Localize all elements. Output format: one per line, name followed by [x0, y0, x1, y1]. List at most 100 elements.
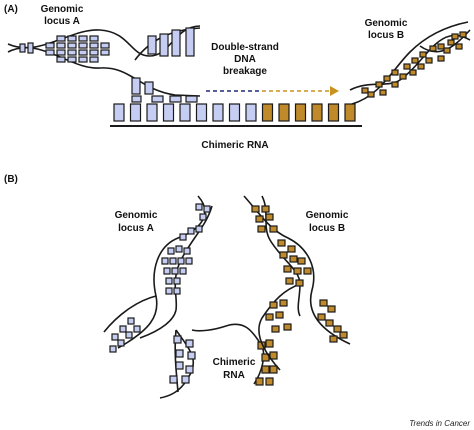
b-rna-strand-2 — [191, 323, 265, 385]
breakage-arrow — [206, 86, 339, 96]
locus-a-rung — [78, 42, 88, 49]
locus-a-rung — [100, 42, 110, 49]
locus-b-rung — [391, 81, 399, 88]
b-rna-base — [187, 351, 196, 360]
locus-b-rung — [411, 57, 419, 64]
b-locus-a-rung — [127, 317, 135, 325]
b-rna-base — [175, 361, 184, 370]
locus-a-rung — [185, 27, 195, 57]
panel-b-chimeric-rna-label-line1: Chimeric — [213, 357, 256, 368]
rna-base — [212, 103, 224, 122]
b-locus-b-rung — [297, 257, 306, 265]
breakage-label-line1: Double-strand — [211, 42, 279, 53]
b-locus-a-rung — [179, 267, 187, 275]
rna-base — [344, 103, 356, 122]
locus-a-rung — [19, 43, 26, 53]
b-locus-b-rung — [265, 313, 274, 321]
rna-base — [327, 103, 340, 122]
locus-a-rung — [171, 29, 181, 57]
locus-b-rung — [375, 81, 383, 88]
rna-base — [146, 103, 158, 122]
rna-base — [179, 103, 191, 122]
b-locus-b-strand-3 — [258, 283, 301, 371]
b-locus-b-rung — [269, 225, 278, 233]
b-locus-a-rung — [173, 287, 181, 295]
panel-b-locus-a-label-line1: Genomic — [115, 210, 158, 221]
b-locus-a-rung — [187, 227, 195, 235]
locus-a-rung — [151, 95, 164, 103]
locus-b-rung — [409, 69, 417, 76]
locus-a-rung — [45, 42, 55, 49]
b-rna-base — [269, 365, 278, 374]
locus-a-rung — [100, 49, 110, 56]
chimeric-rna-label: Chimeric RNA — [201, 140, 268, 151]
locus-b-rung — [361, 87, 369, 94]
b-locus-a-strand-1 — [117, 195, 206, 349]
locus-a-rung — [89, 42, 99, 49]
b-locus-b-rung — [277, 239, 286, 247]
locus-a-rung — [45, 49, 55, 56]
locus-a-rung — [78, 49, 88, 56]
b-locus-b-rung — [283, 265, 292, 273]
locus-b-rung — [399, 73, 407, 80]
b-locus-b-strand-1 — [243, 195, 351, 345]
rna-base — [195, 103, 208, 122]
b-locus-b-rung — [265, 213, 274, 221]
b-locus-a-rung — [195, 225, 203, 233]
locus-b-rung — [367, 91, 375, 98]
rna-base — [113, 103, 125, 122]
b-locus-b-rung — [257, 225, 266, 233]
b-locus-b-rung — [327, 305, 336, 313]
b-locus-b-rung — [287, 245, 296, 253]
panel-b-locus-b-label-line1: Genomic — [306, 210, 349, 221]
b-locus-a-rung — [185, 257, 193, 265]
b-locus-a-rung — [163, 267, 171, 275]
b-locus-a-rung — [203, 205, 211, 213]
b-locus-a-rung — [133, 325, 141, 333]
b-locus-a-rung — [183, 247, 191, 255]
b-locus-a-strand-3 — [103, 295, 157, 333]
b-locus-b-rung — [325, 319, 334, 327]
rna-base — [311, 103, 323, 122]
b-rna-base — [181, 375, 190, 384]
locus-b-rung — [451, 33, 459, 40]
breakage-label-line3: breakage — [223, 66, 267, 77]
b-locus-a-rung — [179, 233, 187, 241]
b-locus-b-rung — [293, 267, 302, 275]
b-rna-base — [265, 339, 274, 348]
b-locus-b-rung — [279, 299, 288, 307]
locus-a-rung — [78, 35, 88, 42]
b-locus-b-rung — [285, 277, 294, 285]
rna-base — [278, 103, 290, 122]
journal-credit: Trends in Cancer — [409, 419, 470, 428]
locus-b-rung — [419, 51, 427, 58]
locus-a-label-line2: locus A — [44, 16, 80, 27]
locus-b-rung — [429, 45, 437, 52]
panel-a-tag: (A) — [4, 4, 18, 15]
locus-a-rung — [56, 49, 66, 56]
b-locus-b-rung — [283, 323, 292, 331]
locus-b-rung — [425, 57, 433, 64]
locus-a-rung — [185, 95, 198, 103]
b-locus-a-rung — [111, 333, 119, 341]
locus-a-rung — [67, 56, 77, 63]
b-locus-a-rung — [125, 331, 133, 339]
b-locus-b-rung — [279, 251, 288, 259]
rna-base — [162, 103, 175, 122]
b-rna-base — [269, 351, 278, 360]
locus-a-rung — [89, 56, 99, 63]
locus-a-rung — [159, 33, 169, 57]
b-rna-base — [169, 375, 178, 384]
rna-base — [261, 103, 274, 122]
b-locus-a-rung — [165, 287, 173, 295]
locus-b-dna-helix — [349, 21, 471, 105]
b-locus-a-rung — [169, 257, 177, 265]
locus-a-rung — [89, 35, 99, 42]
b-locus-b-rung — [255, 215, 264, 223]
rna-base — [245, 103, 257, 122]
b-locus-b-rung — [271, 325, 280, 333]
locus-b-rung — [437, 55, 445, 62]
b-locus-b-rung — [317, 313, 326, 321]
b-locus-b-rung — [303, 267, 312, 275]
